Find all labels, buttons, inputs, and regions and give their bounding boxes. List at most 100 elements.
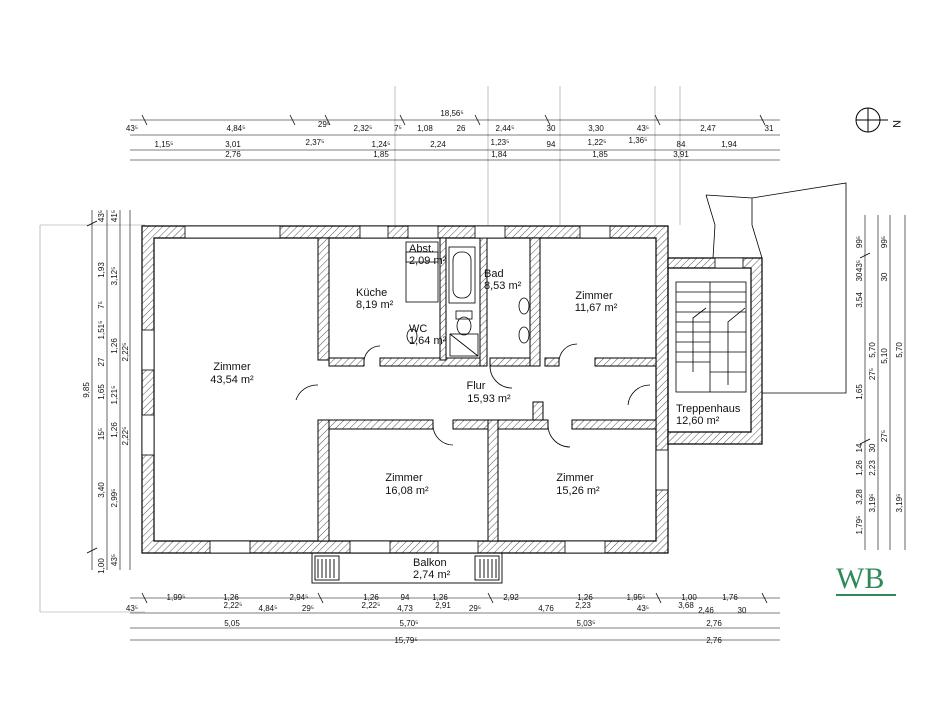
dim-top-row1: 4,84⁵ bbox=[227, 124, 246, 133]
dim-top-row1: 29⁵ bbox=[318, 120, 330, 129]
sinks bbox=[518, 297, 530, 344]
room-area-kueche: 8,19 m² bbox=[356, 299, 394, 311]
dim-left-col1: 1,51⁵ bbox=[97, 321, 106, 340]
dim-right-col3: 27⁵ bbox=[880, 430, 889, 442]
toilet bbox=[455, 310, 473, 336]
dim-right-col2: 30 bbox=[868, 443, 877, 452]
dim-top-row1: 30 bbox=[547, 124, 556, 133]
dim-top-row2: 1,15⁵ bbox=[155, 140, 174, 149]
dim-bottom-row3: 2,76 bbox=[706, 619, 722, 628]
room-name-treppenhaus: Treppenhaus bbox=[676, 403, 741, 415]
dim-bottom-row1: 1,95⁵ bbox=[627, 593, 646, 602]
dim-top-row1: 7⁵ bbox=[394, 124, 402, 133]
dim-bottom-row3: 5,70⁵ bbox=[400, 619, 419, 628]
outer-walls bbox=[141, 225, 763, 554]
dim-top-row1: 31 bbox=[765, 124, 774, 133]
dim-left-col2: 3,12⁵ bbox=[110, 267, 119, 286]
dim-top-row2: 94 bbox=[547, 140, 556, 149]
dim-left-col1: 1,65 bbox=[97, 384, 106, 400]
dim-bottom-right: 2,76 bbox=[706, 636, 722, 645]
dim-right-col1: 3,28 bbox=[855, 489, 864, 505]
dim-top-row3: 3,91 bbox=[673, 150, 689, 159]
dim-left-total: 9,85 bbox=[82, 382, 91, 398]
interior-walls bbox=[317, 237, 657, 542]
dim-bottom-row2: 4,84⁵ bbox=[259, 604, 278, 613]
room-area-bad: 8,53 m² bbox=[484, 280, 522, 292]
dim-bottom-row1: 1,76 bbox=[722, 593, 738, 602]
dim-left-col2: 1,26 bbox=[110, 338, 119, 354]
dim-top-row2: 1,94 bbox=[721, 140, 737, 149]
windows bbox=[141, 225, 744, 554]
dim-bottom-row2: 4,73 bbox=[397, 604, 413, 613]
dim-top-row3: 2,76 bbox=[225, 150, 241, 159]
extension-lines bbox=[39, 86, 681, 613]
dim-bottom-row2: 2,23 bbox=[575, 601, 591, 610]
dim-bottom-row1: 1,26 bbox=[223, 593, 239, 602]
brand-logo: WB bbox=[836, 562, 896, 596]
dim-left-col3: 2,22⁵ bbox=[121, 343, 130, 362]
dim-bottom-row2: 29⁵ bbox=[302, 604, 314, 613]
dim-bottom-row1: 2,94⁵ bbox=[290, 593, 309, 602]
dim-right-col1: 99⁵ bbox=[855, 236, 864, 248]
dim-left-col1: 3,40 bbox=[97, 482, 106, 498]
dim-bottom-row2: 2,22⁵ bbox=[362, 601, 381, 610]
dim-top-row1: 26 bbox=[457, 124, 466, 133]
room-name-zimmer-southeast: Zimmer bbox=[556, 472, 594, 484]
dim-left-col2: 1,26 bbox=[110, 422, 119, 438]
door-swings bbox=[295, 343, 651, 448]
dim-right-col1: 1,79⁵ bbox=[855, 516, 864, 535]
dimension-lines bbox=[91, 119, 906, 641]
dim-top-total: 18,56⁵ bbox=[440, 109, 463, 118]
dim-right-col2: 3,19⁵ bbox=[868, 494, 877, 513]
kitchen-counter bbox=[405, 241, 439, 303]
dim-right-col1: 1,26 bbox=[855, 460, 864, 476]
dim-bottom-row2: 43⁵ bbox=[637, 604, 649, 613]
dim-bottom-row2: 3,68 bbox=[678, 601, 694, 610]
dim-top-row2: 1,22⁵ bbox=[588, 138, 607, 147]
room-name-abst: Abst. bbox=[409, 243, 434, 255]
dim-bottom-row2: 4,76 bbox=[538, 604, 554, 613]
room-name-zimmer-east: Zimmer bbox=[575, 290, 613, 302]
room-area-wc: 1,64 m² bbox=[409, 335, 447, 347]
dim-right-col3: 5,10 bbox=[880, 348, 889, 364]
compass-label: N bbox=[890, 120, 902, 128]
dim-bottom-row1: 1,26 bbox=[363, 593, 379, 602]
room-name-bad: Bad bbox=[484, 268, 504, 280]
room-area-abst: 2,09 m² bbox=[409, 255, 447, 267]
wc-toilet bbox=[406, 328, 418, 344]
dim-top-row2: 1,24⁵ bbox=[372, 140, 391, 149]
room-area-zimmer-south: 16,08 m² bbox=[385, 485, 429, 497]
dim-bottom-row3: 5,05 bbox=[224, 619, 240, 628]
dim-right-col3: 99⁵ bbox=[880, 236, 889, 248]
dim-top-row1: 3,30 bbox=[588, 124, 604, 133]
balcony bbox=[311, 552, 503, 584]
room-name-flur: Flur bbox=[467, 380, 486, 392]
room-area-flur: 15,93 m² bbox=[467, 393, 511, 405]
dim-right-col1: 43⁵ bbox=[855, 260, 864, 272]
dim-bottom-row2: 43⁵ bbox=[126, 604, 138, 613]
dim-left-col1: 27 bbox=[97, 357, 106, 366]
dim-left-col1: 1,00 bbox=[97, 558, 106, 574]
dim-top-row1: 2,32⁵ bbox=[354, 124, 373, 133]
dim-right-col2: 2,23 bbox=[868, 460, 877, 476]
dim-left-col2: 43⁵ bbox=[110, 554, 119, 566]
dim-top-row2: 2,24 bbox=[430, 140, 446, 149]
dim-bottom-row2: 30 bbox=[738, 606, 747, 615]
dim-top-row1: 2,47 bbox=[700, 124, 716, 133]
room-area-zimmer-east: 11,67 m² bbox=[575, 302, 618, 314]
dim-top-row2: 2,37⁵ bbox=[306, 138, 325, 147]
dim-left-col2: 2,99⁵ bbox=[110, 489, 119, 508]
dim-left-col3: 2,22⁵ bbox=[121, 427, 130, 446]
logo-text: WB bbox=[836, 562, 884, 595]
room-name-kueche: Küche bbox=[356, 287, 387, 299]
dim-right-col3: 5,70 bbox=[895, 342, 904, 358]
dim-right-col1: 1,65 bbox=[855, 384, 864, 400]
dim-right-col1: 3,54 bbox=[855, 292, 864, 308]
north-compass-icon: N bbox=[855, 107, 902, 133]
dim-bottom-row2: 2,22⁵ bbox=[224, 601, 243, 610]
dim-bottom-row3: 5,03⁵ bbox=[577, 619, 596, 628]
dim-right-col3: 30 bbox=[880, 272, 889, 281]
dim-left-col3: 41⁵ bbox=[110, 210, 119, 222]
room-name-zimmer-large: Zimmer bbox=[213, 361, 251, 373]
